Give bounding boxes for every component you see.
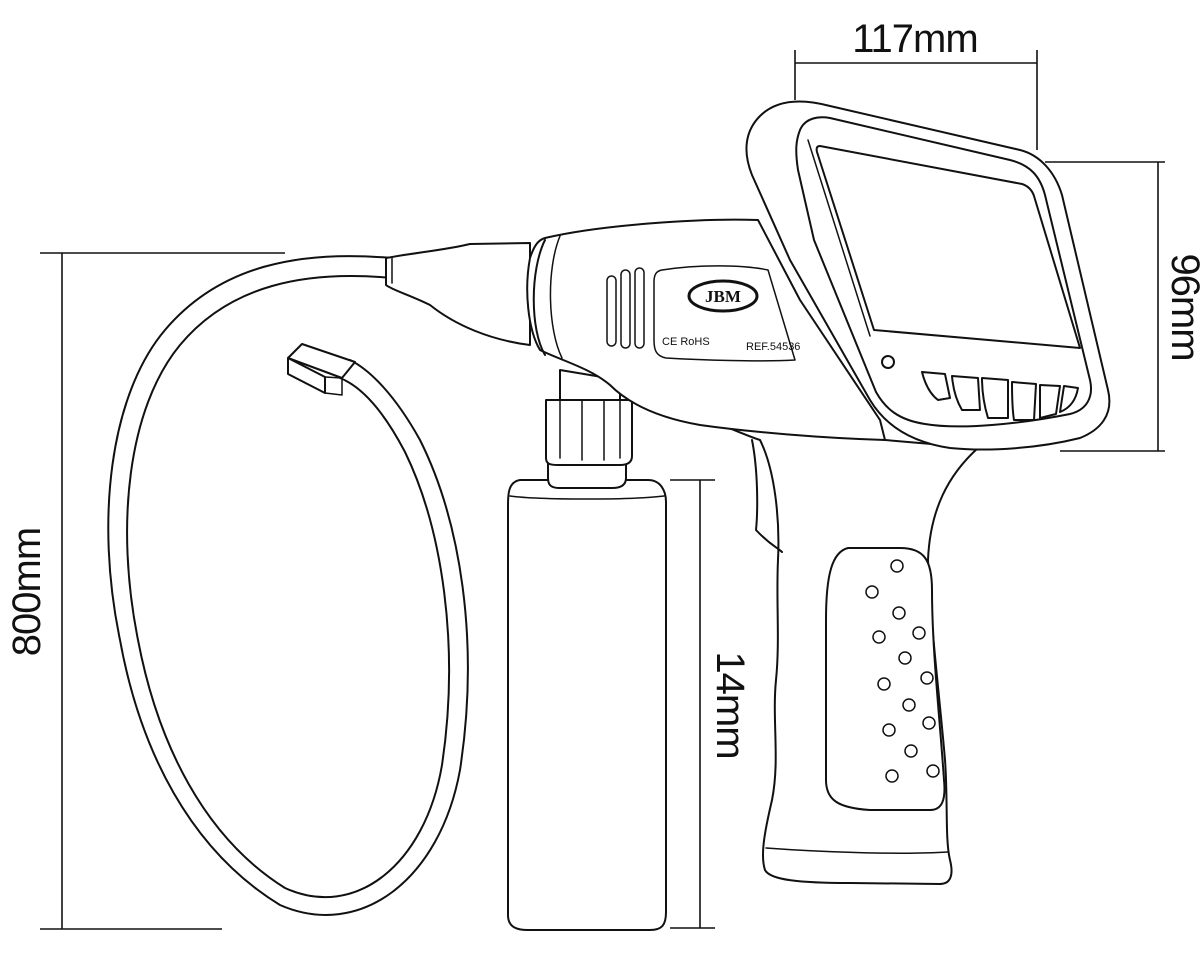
camera-head-top bbox=[324, 376, 343, 396]
grip-pad bbox=[825, 547, 946, 811]
grip-dot bbox=[898, 651, 912, 665]
grip-dot bbox=[892, 606, 906, 620]
device-body: JBM CE RoHS REF.54536 bbox=[526, 218, 886, 441]
flexible-cable bbox=[107, 255, 469, 916]
grip-dot bbox=[904, 744, 918, 758]
screen-housing bbox=[745, 100, 1111, 451]
grip-dots bbox=[865, 559, 940, 783]
body-neck-ring bbox=[532, 239, 546, 356]
control-button[interactable] bbox=[1011, 381, 1037, 421]
body-outer bbox=[526, 218, 886, 441]
trigger-outline bbox=[751, 439, 783, 553]
bottle-shoulder bbox=[509, 495, 665, 500]
reference-text: REF.54536 bbox=[746, 341, 800, 353]
control-button[interactable] bbox=[1059, 385, 1079, 413]
grip-dot bbox=[865, 585, 879, 599]
cable-inner-edge bbox=[126, 275, 451, 899]
cable-outer-edge bbox=[107, 255, 469, 916]
camera-lens-icon bbox=[881, 355, 895, 369]
control-button[interactable] bbox=[921, 371, 951, 401]
housing-bezel bbox=[795, 116, 1092, 428]
dimension-117mm: 117mm bbox=[794, 17, 1038, 150]
dimension-14mm: 14mm bbox=[670, 479, 752, 929]
grip-dot bbox=[902, 698, 916, 712]
control-button[interactable] bbox=[951, 375, 981, 411]
cable-connector bbox=[385, 242, 531, 346]
vent-slot bbox=[606, 275, 617, 347]
dim-800-label: 800mm bbox=[5, 528, 49, 656]
control-button[interactable] bbox=[981, 377, 1009, 419]
grip-dot bbox=[926, 764, 940, 778]
label-plate bbox=[653, 265, 796, 362]
display-screen bbox=[815, 145, 1081, 349]
grip-dot bbox=[882, 723, 896, 737]
dim-96-label: 96mm bbox=[1163, 253, 1200, 360]
screen-inner-frame bbox=[807, 139, 871, 337]
ce-rohs-text: CE RoHS bbox=[662, 336, 710, 348]
control-buttons bbox=[921, 371, 1079, 421]
jbm-logo-oval bbox=[687, 279, 759, 313]
grip-dot bbox=[890, 559, 904, 573]
grip-dot bbox=[920, 671, 934, 685]
vent-slot bbox=[620, 269, 631, 349]
grip-dot bbox=[877, 677, 891, 691]
body-neck-ring-inner bbox=[549, 235, 563, 359]
grip-dot bbox=[922, 716, 936, 730]
strain-relief bbox=[385, 242, 531, 346]
jbm-logo-text: JBM bbox=[705, 287, 741, 306]
grip-base-line bbox=[765, 847, 949, 854]
bottle-cap bbox=[545, 399, 633, 466]
dim-14-label: 14mm bbox=[708, 651, 752, 758]
control-button[interactable] bbox=[1039, 384, 1061, 419]
dim-117-label: 117mm bbox=[852, 17, 977, 61]
grip-dot bbox=[872, 630, 886, 644]
grip-dot bbox=[885, 769, 899, 783]
bottle-body bbox=[507, 479, 667, 931]
pistol-grip bbox=[619, 384, 979, 885]
grip-dot bbox=[912, 626, 926, 640]
dimension-800mm: 800mm bbox=[5, 252, 285, 930]
dimension-96mm: 96mm bbox=[1045, 161, 1200, 452]
vent-slot bbox=[634, 267, 645, 349]
fluid-bottle bbox=[507, 369, 667, 931]
camera-head bbox=[287, 343, 356, 379]
